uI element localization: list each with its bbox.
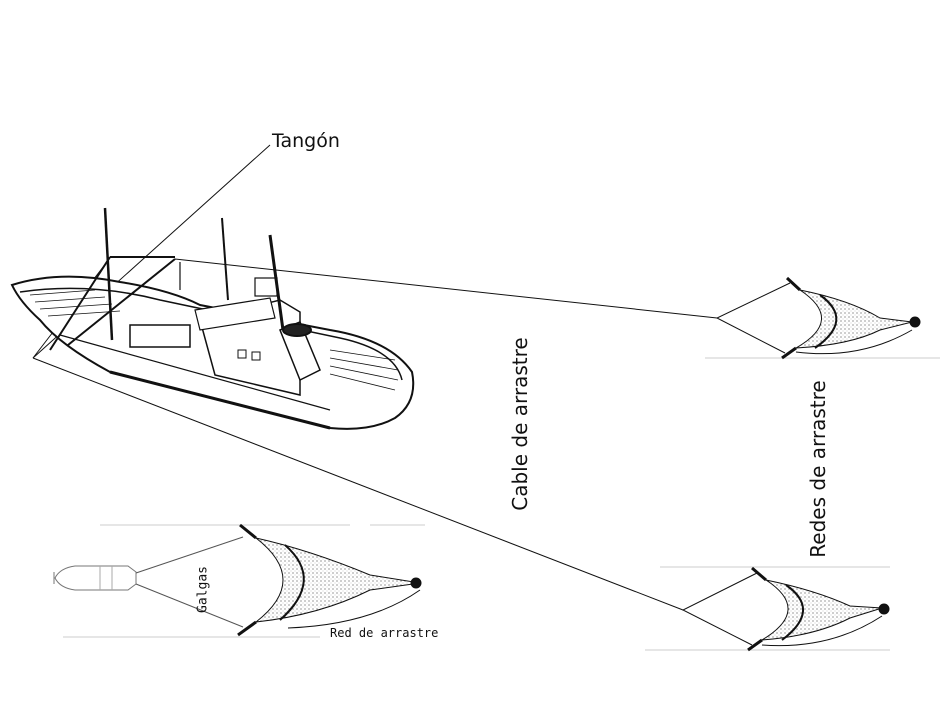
warps-label: Galgas [195, 566, 211, 613]
trawler-boat [10, 207, 415, 430]
left-trawl-net [53, 523, 425, 638]
outrigger-label: Tangón [272, 130, 340, 152]
upper-trawl-net [705, 276, 940, 360]
lower-trawl-net [645, 566, 890, 652]
cable-to-lower-net [32, 357, 684, 611]
trawl-nets-label: Redes de arrastre [806, 380, 830, 558]
trawl-net-label: Red de arrastre [330, 626, 439, 640]
cable-to-upper-net [174, 258, 718, 319]
tow-cable-label: Cable de arrastre [508, 337, 532, 511]
